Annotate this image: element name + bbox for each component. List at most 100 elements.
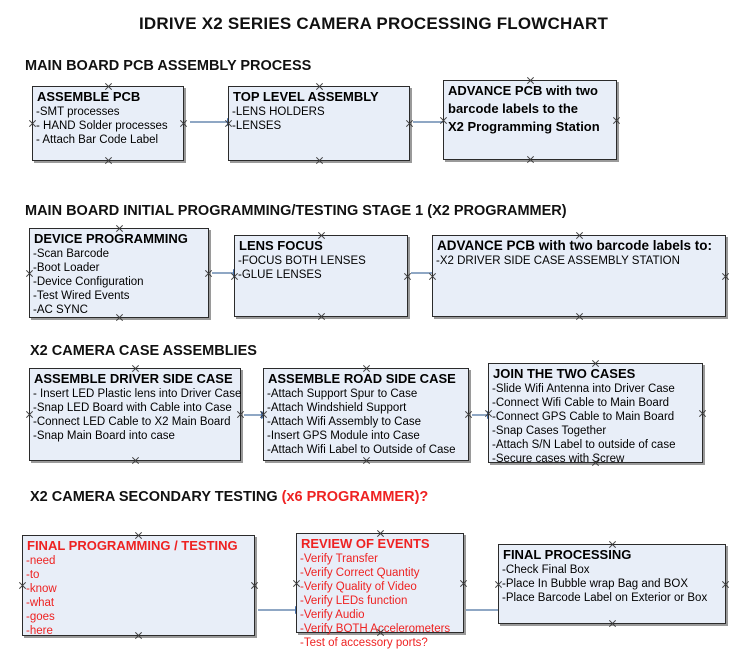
node-final-programming-testing[interactable]: FINAL PROGRAMMING / TESTING -need -to -k… (22, 535, 255, 637)
resize-handle-right[interactable] (179, 119, 188, 128)
node-line: -Connect GPS Cable to Main Board (492, 411, 675, 423)
resize-handle-right[interactable] (612, 116, 621, 125)
resize-handle-right[interactable] (721, 580, 730, 589)
resize-handle-top[interactable] (131, 364, 140, 373)
resize-handle-top[interactable] (134, 531, 143, 540)
connector-review-to-final-processing[interactable] (466, 605, 507, 614)
node-line: -Boot Loader (33, 262, 100, 274)
resize-handle-bottom[interactable] (591, 458, 600, 467)
node-line: -Verify Correct Quantity (300, 567, 420, 579)
resize-handle-bottom[interactable] (362, 456, 371, 465)
node-title: ASSEMBLE PCB (37, 89, 141, 104)
resize-handle-top[interactable] (362, 364, 371, 373)
resize-handle-top[interactable] (376, 529, 385, 538)
node-line: -Slide Wifi Antenna into Driver Case (492, 383, 675, 395)
node-line: -X2 DRIVER SIDE CASE ASSEMBLY STATION (436, 255, 680, 267)
resize-handle-left[interactable] (494, 580, 503, 589)
node-line: -Place In Bubble wrap Bag and BOX (502, 578, 689, 590)
resize-handle-left[interactable] (25, 269, 34, 278)
node-assemble-pcb[interactable]: ASSEMBLE PCB -SMT processes - HAND Solde… (32, 86, 184, 161)
node-line: - HAND Solder processes (36, 120, 168, 132)
resize-handle-bottom[interactable] (115, 313, 124, 322)
section-heading-pcb-assembly: MAIN BOARD PCB ASSEMBLY PROCESS (25, 58, 312, 74)
node-line: -Attach Windshield Support (267, 402, 407, 414)
resize-handle-right[interactable] (698, 409, 707, 418)
node-line: -Check Final Box (502, 564, 590, 576)
resize-handle-left[interactable] (484, 409, 493, 418)
connector-final-programming-to-review[interactable] (258, 605, 304, 614)
resize-handle-bottom[interactable] (317, 312, 326, 321)
node-line: -what (26, 597, 55, 609)
node-line: -GLUE LENSES (238, 269, 322, 281)
node-line: -Insert GPS Module into Case (267, 430, 420, 442)
node-line: -LENS HOLDERS (232, 106, 325, 118)
resize-handle-bottom[interactable] (104, 156, 113, 165)
node-line: - Insert LED Plastic lens into Driver Ca… (33, 388, 242, 400)
node-device-programming[interactable]: DEVICE PROGRAMMING -Scan Barcode -Boot L… (29, 228, 209, 318)
resize-handle-top[interactable] (591, 359, 600, 368)
node-line: -Snap Cases Together (492, 425, 607, 437)
resize-handle-top[interactable] (608, 540, 617, 549)
resize-handle-top[interactable] (526, 76, 535, 85)
node-line: -Attach S/N Label to outside of case (492, 439, 676, 451)
node-advance-pcb-programming-station[interactable]: ADVANCE PCB with two barcode labels to t… (443, 80, 617, 160)
node-final-processing[interactable]: FINAL PROCESSING -Check Final Box -Place… (498, 544, 726, 624)
resize-handle-left[interactable] (439, 116, 448, 125)
node-assemble-road-side-case[interactable]: ASSEMBLE ROAD SIDE CASE -Attach Support … (263, 368, 469, 461)
resize-handle-bottom[interactable] (575, 312, 584, 321)
node-line: -Attach Wifi Assembly to Case (267, 416, 422, 428)
node-line: -Verify LEDs function (300, 595, 408, 607)
resize-handle-bottom[interactable] (315, 156, 324, 165)
resize-handle-left[interactable] (18, 581, 27, 590)
resize-handle-bottom[interactable] (376, 628, 385, 637)
node-join-the-two-cases[interactable]: JOIN THE TWO CASES -Slide Wifi Antenna i… (488, 363, 703, 465)
node-line: -AC SYNC (33, 304, 88, 316)
node-review-of-events[interactable]: REVIEW OF EVENTS -Verify Transfer -Verif… (296, 533, 464, 649)
node-line: -Verify Quality of Video (300, 581, 417, 593)
node-title: JOIN THE TWO CASES (493, 366, 636, 381)
node-line: - Attach Bar Code Label (36, 134, 159, 146)
resize-handle-left[interactable] (230, 272, 239, 281)
resize-handle-right[interactable] (250, 581, 259, 590)
node-title: LENS FOCUS (239, 238, 323, 253)
node-title: ADVANCE PCB with two (448, 83, 598, 98)
resize-handle-bottom[interactable] (608, 619, 617, 628)
node-line: -Connect Wifi Cable to Main Board (492, 397, 670, 409)
node-line-overflow: -Test of accessory ports? (300, 637, 428, 649)
resize-handle-top[interactable] (575, 231, 584, 240)
node-title: ASSEMBLE ROAD SIDE CASE (268, 371, 456, 386)
resize-handle-right[interactable] (459, 579, 468, 588)
node-line: -here (26, 625, 53, 637)
page-title: IDRIVE X2 SERIES CAMERA PROCESSING FLOWC… (138, 14, 609, 33)
resize-handle-top[interactable] (317, 231, 326, 240)
node-advance-pcb-driver-side-station[interactable]: ADVANCE PCB with two barcode labels to: … (432, 235, 726, 317)
node-line: -FOCUS BOTH LENSES (238, 255, 366, 267)
node-title: REVIEW OF EVENTS (301, 536, 430, 551)
resize-handle-left[interactable] (224, 119, 233, 128)
node-title: FINAL PROGRAMMING / TESTING (27, 538, 238, 553)
section-heading-accent: (x6 PROGRAMMER)? (281, 489, 429, 505)
node-line: -Attach Support Spur to Case (267, 388, 418, 400)
node-assemble-driver-side-case[interactable]: ASSEMBLE DRIVER SIDE CASE - Insert LED P… (29, 368, 241, 461)
section-heading-secondary-testing: X2 CAMERA SECONDARY TESTING (x6 PROGRAMM… (30, 489, 428, 505)
node-title-line2: barcode labels to the (448, 101, 579, 116)
resize-handle-bottom[interactable] (131, 456, 140, 465)
resize-handle-left[interactable] (428, 272, 437, 281)
node-line: -Connect LED Cable to X2 Main Board (33, 416, 231, 428)
node-line: -Attach Wifi Label to Outside of Case (267, 444, 456, 456)
resize-handle-left[interactable] (292, 579, 301, 588)
node-lens-focus[interactable]: LENS FOCUS -FOCUS BOTH LENSES -GLUE LENS… (234, 235, 408, 317)
node-top-level-assembly[interactable]: TOP LEVEL ASSEMBLY -LENS HOLDERS -LENSES (228, 86, 410, 161)
resize-handle-bottom[interactable] (526, 155, 535, 164)
resize-handle-bottom[interactable] (134, 631, 143, 640)
resize-handle-left[interactable] (25, 410, 34, 419)
connector-assemble-pcb-to-top-level[interactable] (190, 117, 236, 126)
resize-handle-left[interactable] (28, 119, 37, 128)
resize-handle-left[interactable] (259, 410, 268, 419)
resize-handle-right[interactable] (721, 272, 730, 281)
resize-handle-top[interactable] (315, 82, 324, 91)
resize-handle-top[interactable] (104, 82, 113, 91)
node-title-line3: X2 Programming Station (448, 119, 600, 134)
resize-handle-top[interactable] (115, 224, 124, 233)
node-title: ASSEMBLE DRIVER SIDE CASE (34, 371, 233, 386)
